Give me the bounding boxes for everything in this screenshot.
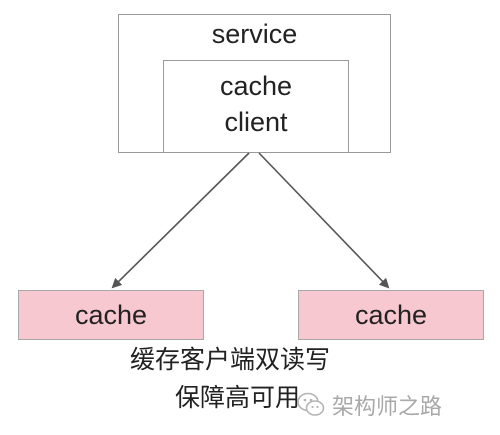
cache-client-label-line-2: client — [224, 107, 288, 137]
cache-client-label-line-1: cache — [219, 71, 293, 101]
cache-node-right-label: cache — [354, 300, 428, 330]
service-label: service — [211, 19, 298, 49]
caption-line-2: 保障高可用 — [175, 383, 301, 412]
watermark-text: 架构师之路 — [332, 395, 443, 420]
cache-node-left-label: cache — [74, 300, 148, 330]
arrow-to-left-cache — [111, 152, 250, 289]
arrow-to-right-cache — [258, 152, 390, 289]
cache-node-left — [18, 290, 204, 340]
watermark: 架构师之路 — [296, 388, 442, 422]
cache-client-box — [163, 60, 349, 153]
cache-client-label: cache client — [163, 68, 349, 140]
wechat-logo-icon — [297, 392, 325, 416]
cache-node-right — [298, 290, 484, 340]
caption-line-1: 缓存客户端双读写 — [130, 345, 331, 374]
